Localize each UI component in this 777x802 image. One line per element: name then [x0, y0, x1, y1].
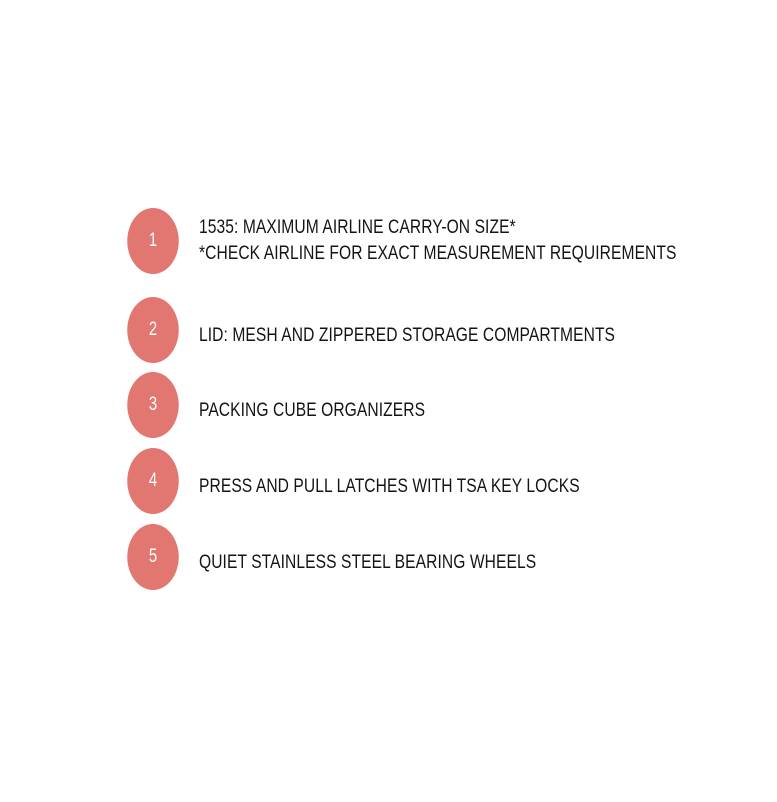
feature-line: PRESS AND PULL LATCHES WITH TSA KEY LOCK… — [199, 474, 580, 497]
number-badge-5: 5 — [127, 524, 179, 590]
feature-line: 1535: MAXIMUM AIRLINE CARRY-ON SIZE* — [199, 216, 516, 238]
number-badge-1: 1 — [127, 208, 179, 274]
feature-text-1: 1535: MAXIMUM AIRLINE CARRY-ON SIZE* *CH… — [199, 214, 677, 266]
number-badge-2: 2 — [127, 297, 179, 363]
badge-number: 3 — [148, 394, 158, 415]
badge-number: 1 — [148, 230, 158, 251]
feature-item-3: 3 PACKING CUBE ORGANIZERS — [120, 372, 760, 438]
feature-line: LID: MESH AND ZIPPERED STORAGE COMPARTME… — [199, 323, 616, 346]
feature-item-2: 2 LID: MESH AND ZIPPERED STORAGE COMPART… — [120, 297, 760, 363]
feature-item-4: 4 PRESS AND PULL LATCHES WITH TSA KEY LO… — [120, 448, 760, 514]
feature-text-3: PACKING CUBE ORGANIZERS — [199, 397, 425, 423]
number-badge-4: 4 — [127, 448, 179, 514]
feature-line: PACKING CUBE ORGANIZERS — [199, 398, 426, 421]
feature-text-5: QUIET STAINLESS STEEL BEARING WHEELS — [199, 549, 536, 575]
badge-number: 4 — [148, 470, 158, 491]
number-badge-3: 3 — [127, 372, 179, 438]
feature-item-5: 5 QUIET STAINLESS STEEL BEARING WHEELS — [120, 524, 760, 590]
feature-text-4: PRESS AND PULL LATCHES WITH TSA KEY LOCK… — [199, 473, 580, 499]
feature-line: QUIET STAINLESS STEEL BEARING WHEELS — [199, 550, 537, 573]
feature-text-2: LID: MESH AND ZIPPERED STORAGE COMPARTME… — [199, 322, 615, 348]
badge-number: 2 — [148, 319, 158, 340]
feature-footnote: *CHECK AIRLINE FOR EXACT MEASUREMENT REQ… — [199, 242, 677, 264]
feature-item-1: 1 1535: MAXIMUM AIRLINE CARRY-ON SIZE* *… — [120, 208, 760, 274]
badge-number: 5 — [148, 546, 158, 567]
